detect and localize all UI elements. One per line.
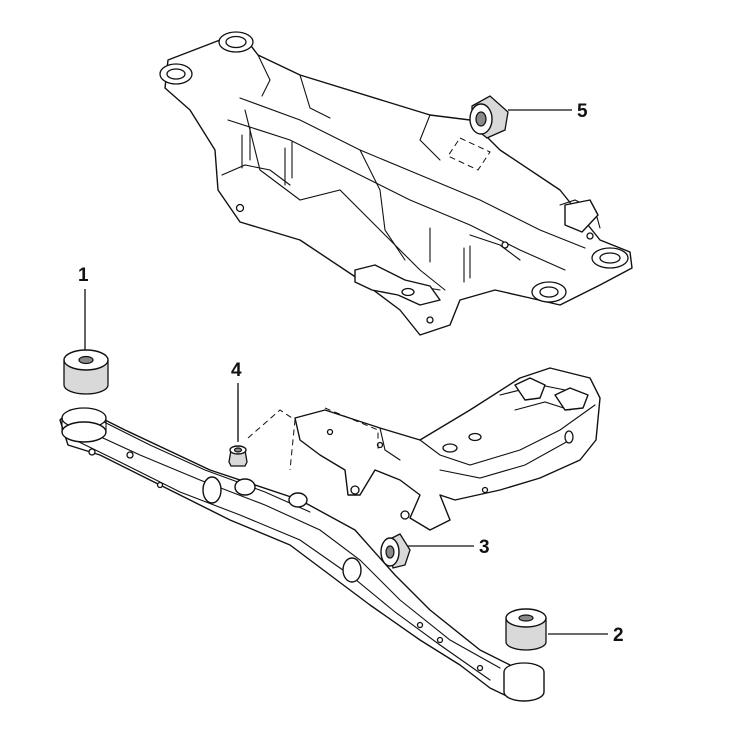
callout-1: 1 [78, 265, 89, 286]
callout-labels: 1 2 3 4 5 [78, 101, 624, 646]
leader-lines [84, 109, 608, 635]
differential-mount-bracket [247, 367, 601, 531]
callout-3: 3 [479, 537, 490, 558]
rear-crossmember [59, 407, 545, 702]
part-5-bushing [469, 95, 509, 139]
callout-2: 2 [613, 625, 624, 646]
part-3-bushing [380, 533, 411, 569]
part-1-bushing [63, 349, 109, 395]
callout-5: 5 [577, 101, 588, 122]
front-subframe [159, 31, 633, 336]
part-2-bushing [505, 608, 547, 651]
callout-4: 4 [231, 360, 242, 381]
